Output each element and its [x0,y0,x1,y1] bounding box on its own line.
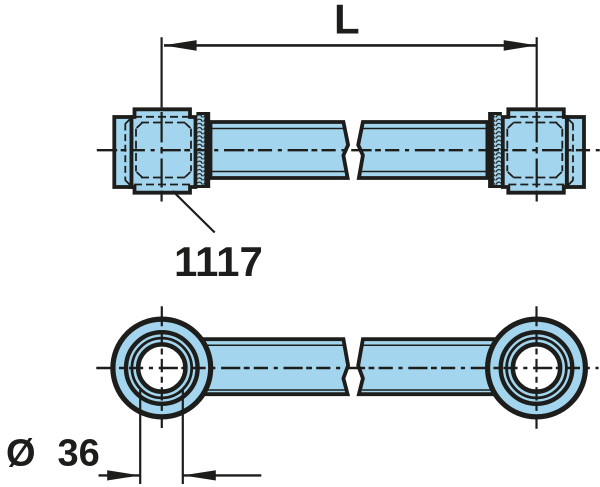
svg-text:1117: 1117 [174,238,263,285]
svg-text:Ø: Ø [6,432,36,474]
svg-text:L: L [334,0,360,43]
svg-text:36: 36 [58,432,100,474]
